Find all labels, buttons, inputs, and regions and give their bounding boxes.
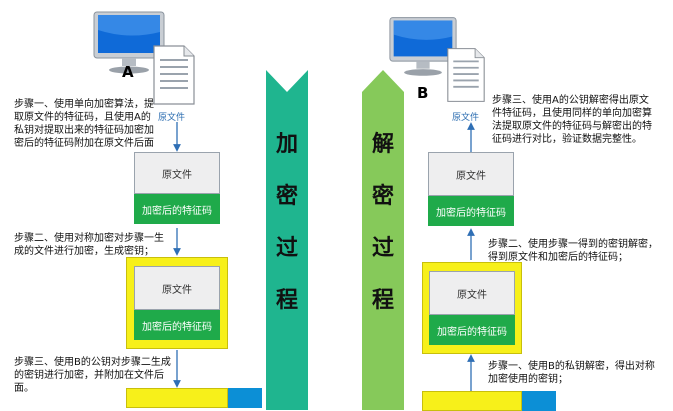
right-box3-key-block <box>522 391 556 411</box>
right-box2-original-file: 原文件 <box>429 271 515 315</box>
left-box3-key-block <box>228 388 262 408</box>
left-box1-original-file: 原文件 <box>134 152 220 194</box>
right-step1-text: 步骤一、使用B的私钥解密，得出对称加密使用的密钥； <box>488 361 655 385</box>
computer-label-a: A <box>122 63 134 81</box>
computer-icon-a <box>93 11 165 74</box>
decrypt-process-band <box>362 70 404 410</box>
left-arrow-2 <box>173 228 181 256</box>
right-box1-original-file: 原文件 <box>428 152 514 196</box>
decrypt-process-text: 解 密 过 程 <box>363 126 403 314</box>
encrypt-process-band <box>266 70 308 410</box>
right-box3-yellow-wrapper <box>422 391 522 411</box>
left-box2-original-file: 原文件 <box>134 266 220 310</box>
left-box1-encrypted-digest: 加密后的特征码 <box>134 194 220 224</box>
encrypt-process-text: 加 密 过 程 <box>267 126 307 314</box>
left-box3-yellow-wrapper <box>126 388 228 408</box>
decrypt-char-3: 过 <box>371 235 394 261</box>
encrypt-char-1: 加 <box>275 131 298 157</box>
decrypt-char-4: 程 <box>371 287 394 313</box>
encrypt-char-3: 过 <box>275 235 298 261</box>
left-step1-text: 步骤一、使用单向加密算法，提取原文件的特征码，且使用A的私钥对提取出来的特征码加… <box>14 99 154 149</box>
right-step2-text: 步骤二、使用步骤一得到的密钥解密，得到原文件和加密后的特征码； <box>488 239 658 263</box>
encrypt-char-4: 程 <box>275 287 298 313</box>
right-box2-encrypted-digest: 加密后的特征码 <box>429 315 515 345</box>
document-label-b: 原文件 <box>452 113 480 123</box>
document-label-a: 原文件 <box>158 113 186 123</box>
document-icon-a <box>153 45 195 105</box>
left-arrow-3 <box>173 350 181 388</box>
left-box2-encrypted-digest: 加密后的特征码 <box>134 310 220 340</box>
decrypt-char-2: 密 <box>371 183 394 209</box>
computer-icon-b <box>389 17 457 76</box>
decrypt-char-1: 解 <box>371 131 394 157</box>
left-step3-text: 步骤三、使用B的公钥对步骤二生成的密钥进行加密，并附加在文件后面。 <box>14 357 171 394</box>
document-icon-b <box>447 48 485 102</box>
computer-label-b: B <box>417 84 429 102</box>
right-step3-text: 步骤三、使用A的公钥解密得出原文件特征码，且使用同样的单向加密算法提取原文件的特… <box>492 95 652 145</box>
right-arrow-1 <box>467 354 475 392</box>
right-arrow-3 <box>467 122 475 152</box>
right-arrow-2 <box>467 228 475 260</box>
left-arrow-1 <box>173 122 181 152</box>
left-step2-text: 步骤二、使用对称加密对步骤一生成的文件进行加密，生成密钥； <box>14 233 164 257</box>
right-box1-encrypted-digest: 加密后的特征码 <box>428 196 514 226</box>
encrypt-char-2: 密 <box>275 183 298 209</box>
